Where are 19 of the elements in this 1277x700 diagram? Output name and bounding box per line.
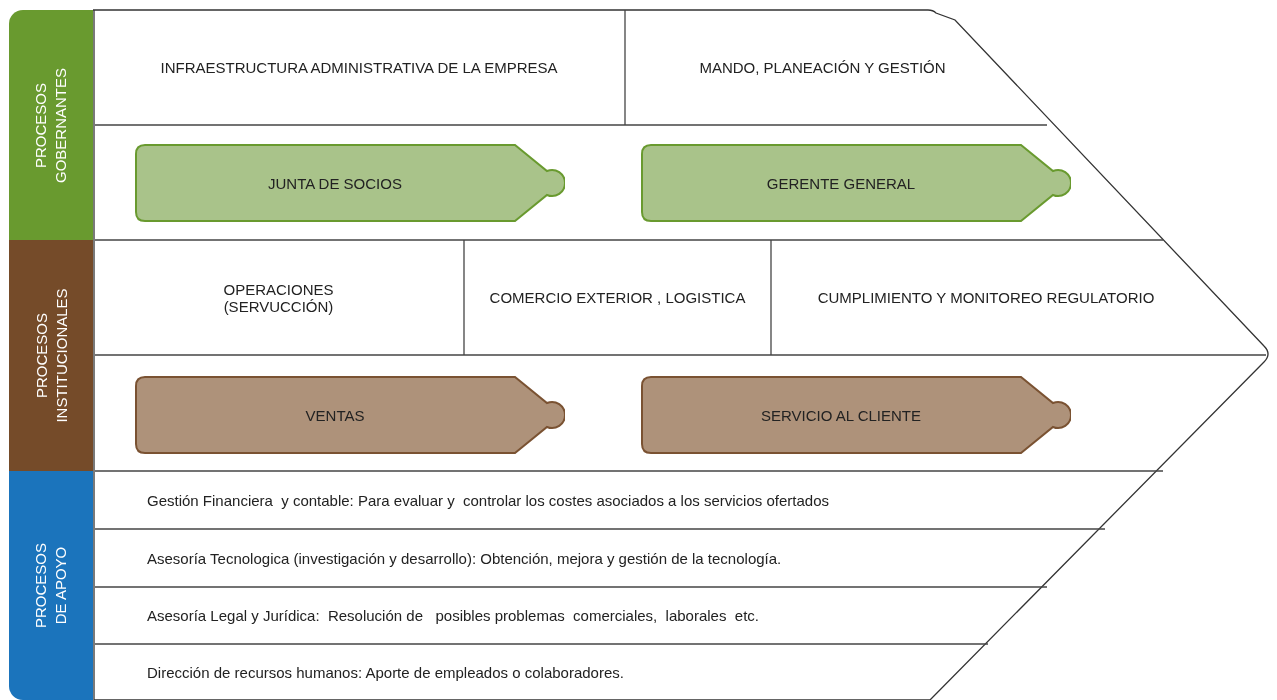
process-tag: JUNTA DE SOCIOS [135,144,565,222]
process-tag: VENTAS [135,376,565,454]
category-label: PROCESOS DE APOYO [31,543,70,628]
category-bar [9,471,93,700]
support-process-text: Dirección de recursos humanos: Aporte de empleados o colaboradores. [93,644,953,700]
support-process-text: Asesoría Tecnologica (investigación y desarrollo): Obtención, mejora y gestión de la tecnología. [93,529,1053,587]
support-process-text: Gestión Financiera y contable: Para evaluar y controlar los costes asociados a los servicios ofertados [93,471,1093,529]
category-label: PROCESOS GOBERNANTES [31,67,70,183]
process-label: OPERACIONES (SERVUCCIÓN) [222,280,335,315]
process-label: CUMPLIMIENTO Y MONITOREO REGULATORIO [817,289,1155,306]
process-tag: SERVICIO AL CLIENTE [641,376,1071,454]
category-bar [9,10,93,240]
category-bar [9,240,93,471]
process-label: MANDO, PLANEACIÓN Y GESTIÓN [699,59,946,76]
process-label: INFRAESTRUCTURA ADMINISTRATIVA DE LA EMPRESA [160,59,558,76]
process-label: COMERCIO EXTERIOR , LOGISTICA [489,289,746,306]
process-tag: GERENTE GENERAL [641,144,1071,222]
category-label: PROCESOS INSTITUCIONALES [31,288,70,423]
support-process-text: Asesoría Legal y Jurídica: Resolución de posibles problemas comerciales, laborales etc. [93,587,993,644]
